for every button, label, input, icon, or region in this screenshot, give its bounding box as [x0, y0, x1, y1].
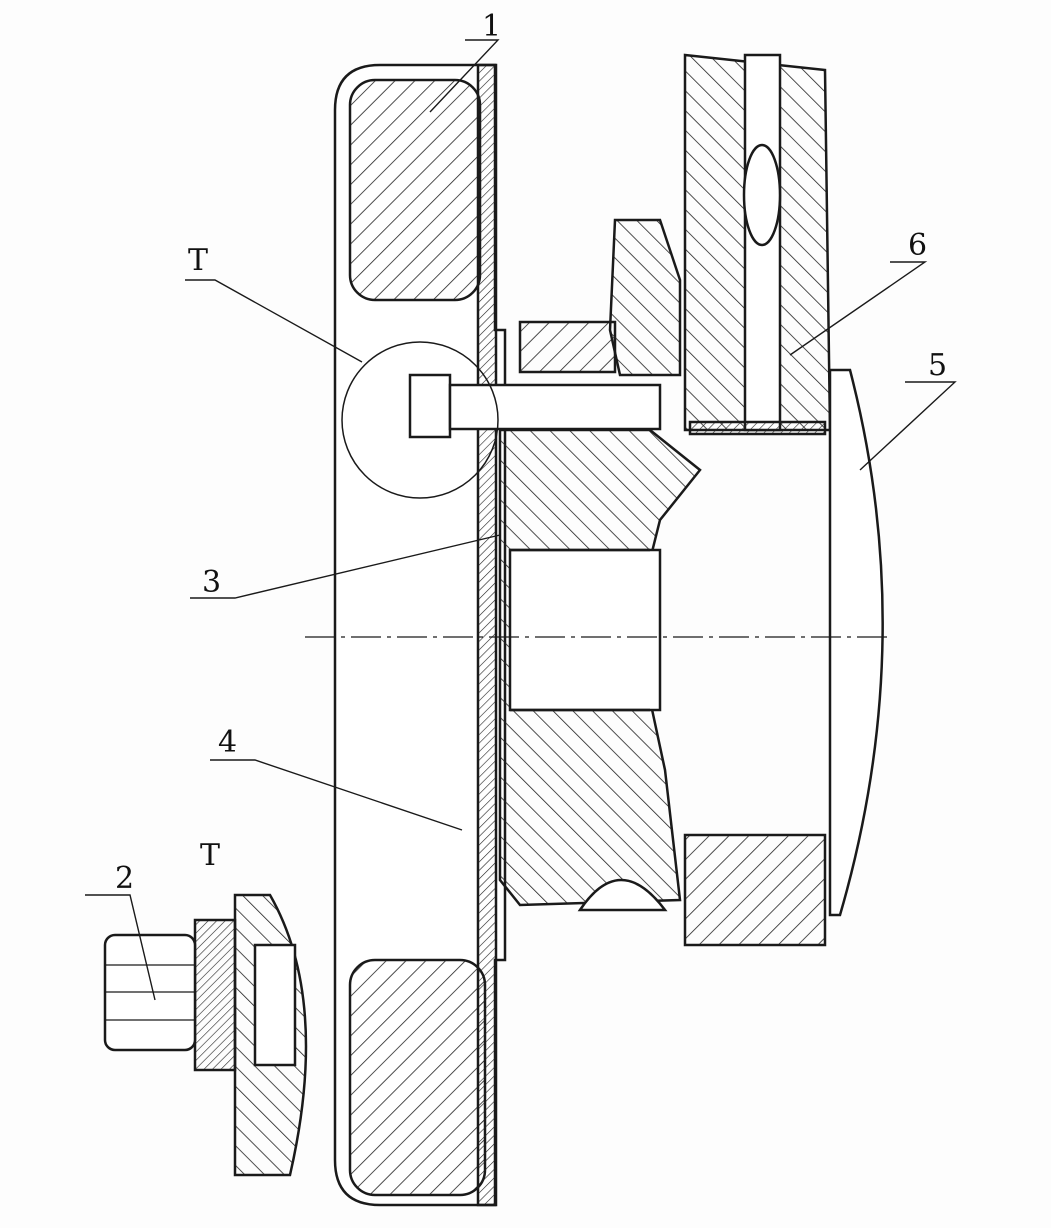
detail-marker: T: [188, 243, 208, 278]
callout-2: 2: [115, 861, 134, 896]
callout-3: 3: [202, 565, 221, 600]
bolt-head: [408, 373, 452, 439]
detail-title: T: [200, 838, 220, 873]
bolt-shank: [448, 383, 662, 431]
callout-4: 4: [218, 725, 237, 760]
callout-1: 1: [482, 9, 501, 44]
drive-plate: [476, 63, 498, 1207]
callout-6: 6: [908, 228, 927, 263]
part-5: [828, 368, 884, 917]
ring-gear-bottom: [348, 958, 487, 1197]
callout-5: 5: [928, 348, 947, 383]
detail-view-t: [103, 893, 308, 1177]
ring-gear-top: [348, 78, 482, 302]
detail-circle: [341, 341, 499, 499]
